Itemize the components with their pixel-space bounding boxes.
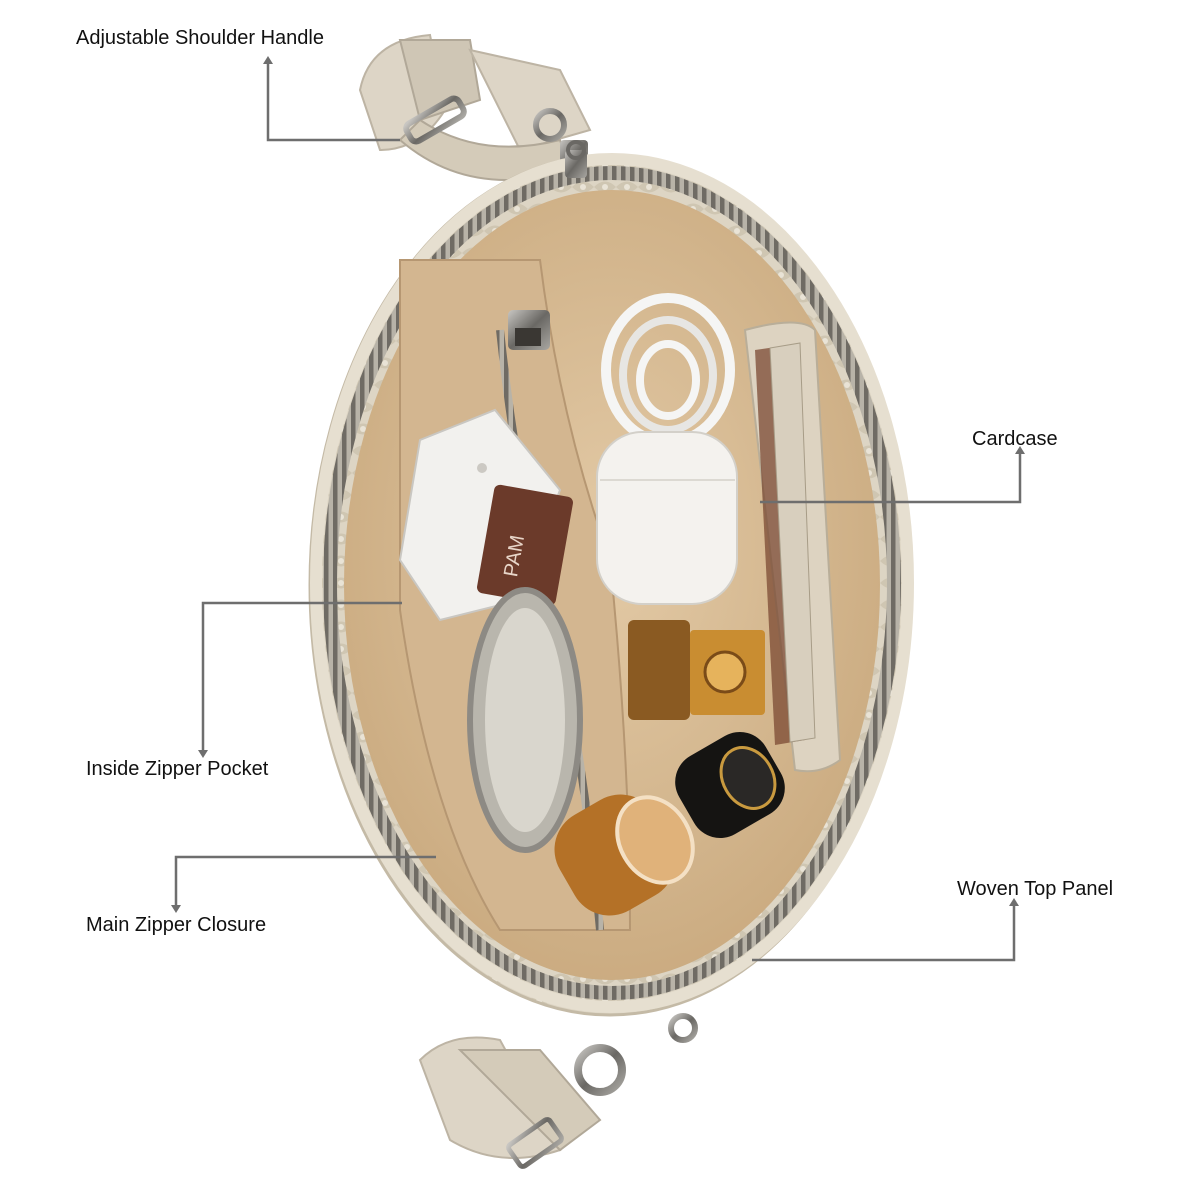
- label-inside-zipper-pocket: Inside Zipper Pocket: [86, 758, 269, 780]
- shoulder-strap-top: [358, 33, 592, 181]
- lipstick-black: [675, 732, 785, 838]
- leader-woven: [752, 904, 1016, 962]
- lipstick-gold: [554, 794, 695, 916]
- earbuds-case: [596, 431, 738, 605]
- leader-cardcase: [760, 452, 1022, 504]
- label-shoulder-handle: Adjustable Shoulder Handle: [76, 27, 324, 49]
- compact-mirror: [467, 587, 583, 853]
- main-zipper: [323, 166, 901, 1000]
- charger: PAM: [398, 408, 573, 622]
- small-bottle: [628, 620, 765, 720]
- label-woven-top-panel: Woven Top Panel: [957, 878, 1114, 900]
- callout-leaders: [171, 56, 1025, 962]
- leader-pocket: [201, 601, 402, 752]
- leader-handle: [266, 62, 400, 142]
- label-main-zipper-closure: Main Zipper Closure: [86, 914, 267, 936]
- leader-closure: [174, 855, 436, 907]
- label-cardcase: Cardcase: [972, 428, 1058, 450]
- cardcase: [743, 321, 842, 773]
- zipper-pull: [565, 140, 587, 178]
- shoulder-strap-bottom: [418, 1013, 698, 1169]
